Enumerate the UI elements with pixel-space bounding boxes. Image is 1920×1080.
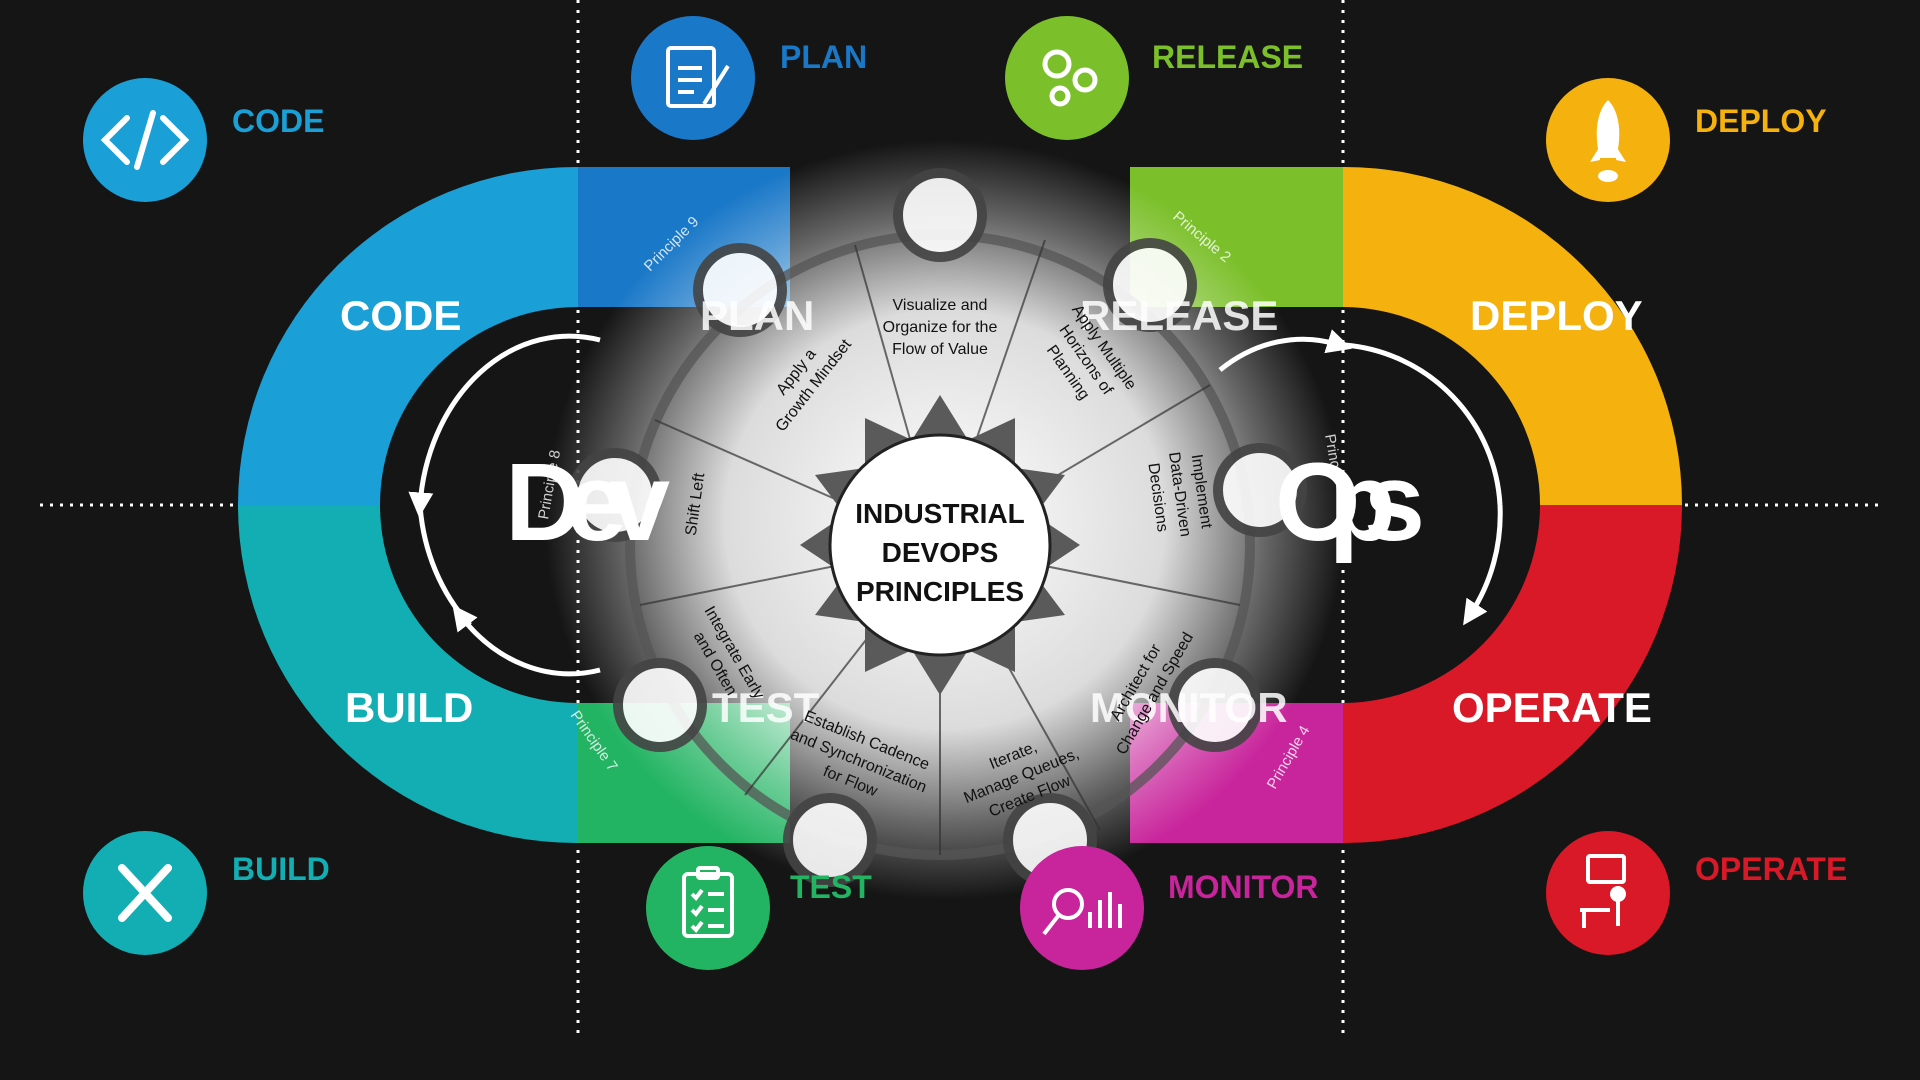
ring-label-plan: PLAN [700, 292, 814, 339]
analytics-icon [1042, 888, 1122, 936]
build-corner: BUILD [83, 831, 330, 955]
ring-segment-build [237, 505, 578, 844]
center-title: INDUSTRIAL DEVOPS PRINCIPLES [855, 498, 1025, 607]
dev-label: Dev [505, 441, 670, 564]
principle-tag-3: Princ [1321, 433, 1344, 470]
ops-loop-arrows [1218, 329, 1503, 626]
tools-icon [118, 864, 172, 922]
deploy-corner: DEPLOY [1546, 78, 1827, 202]
code-corner-label: CODE [232, 103, 324, 139]
operate-badge [1546, 831, 1670, 955]
principle-1-line-2: Organize for the [883, 319, 998, 336]
build-corner-label: BUILD [232, 851, 330, 887]
release-badge [1005, 16, 1129, 140]
operate-corner: OPERATE [1546, 831, 1847, 955]
dev-loop-arrows [408, 333, 601, 677]
plan-icon [666, 46, 730, 108]
gears-icon [1042, 49, 1098, 107]
ring-segment-code [238, 166, 578, 505]
center-line-1: INDUSTRIAL [855, 498, 1025, 529]
principle-1-line-1: Visualize and [893, 297, 988, 314]
operate-corner-label: OPERATE [1695, 851, 1847, 887]
center-line-3: PRINCIPLES [856, 576, 1024, 607]
deploy-corner-label: DEPLOY [1695, 103, 1827, 139]
rocket-icon [1590, 100, 1626, 182]
center-line-2: DEVOPS [882, 537, 999, 568]
plan-corner-label: PLAN [780, 39, 867, 75]
ring-label-code: CODE [340, 292, 461, 339]
ring-label-operate: OPERATE [1452, 684, 1652, 731]
code-corner: CODE [83, 78, 324, 202]
monitor-corner-label: MONITOR [1168, 869, 1319, 905]
code-icon [100, 110, 190, 170]
ring-labels: CODE BUILD DEPLOY OPERATE PLAN RELEASE T… [340, 292, 1652, 731]
release-corner: RELEASE [1005, 16, 1303, 140]
principle-1-line-3: Flow of Value [892, 341, 988, 358]
plan-corner: PLAN [631, 16, 867, 140]
ring-label-build: BUILD [345, 684, 473, 731]
ring-label-deploy: DEPLOY [1470, 292, 1643, 339]
ring-segment-deploy [1343, 166, 1682, 505]
release-corner-label: RELEASE [1152, 39, 1303, 75]
principles-wheel [568, 168, 1307, 887]
ops-label: Ops [1275, 441, 1425, 564]
test-corner: TEST [646, 846, 872, 970]
presenter-icon [1580, 854, 1626, 928]
test-corner-label: TEST [790, 869, 872, 905]
ring-label-monitor: MONITOR [1090, 684, 1288, 731]
center-badge [828, 433, 1052, 657]
ring-segment-operate [1343, 505, 1682, 844]
ring-label-test: TEST [712, 684, 820, 731]
checklist-icon [682, 866, 734, 938]
monitor-corner: MONITOR [1020, 846, 1319, 970]
ring-label-release: RELEASE [1080, 292, 1278, 339]
